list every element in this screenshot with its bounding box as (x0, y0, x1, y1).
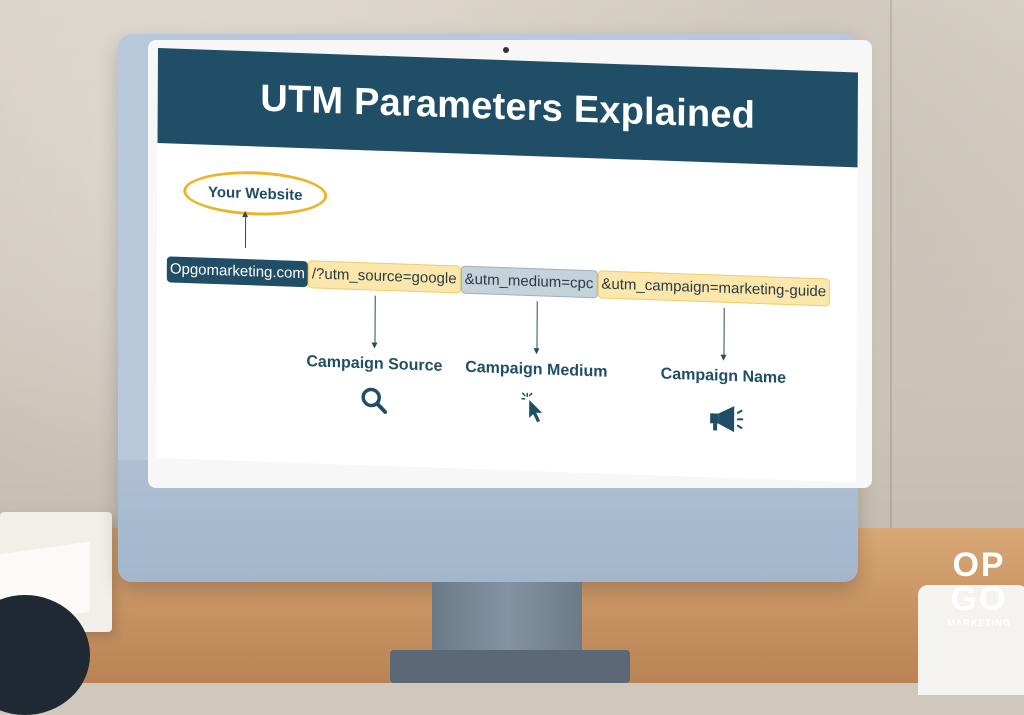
arrow-down-icon (536, 301, 537, 349)
url-source-segment: /?utm_source=google (308, 260, 461, 293)
page-title: UTM Parameters Explained (260, 78, 755, 138)
arrow-down-icon (723, 308, 724, 356)
utm-url: Opgomarketing.com /?utm_source=google &u… (167, 256, 830, 305)
wall-seam (890, 0, 892, 560)
arrow-up-icon (245, 216, 246, 248)
arrow-down-icon (374, 296, 375, 344)
cursor-click-icon (521, 391, 551, 424)
your-website-label: Your Website (183, 169, 327, 218)
logo-line-1: OP (944, 548, 1014, 582)
logo-subtitle: MARKETING (944, 619, 1014, 628)
logo-line-2: GO (944, 582, 1014, 616)
campaign-source-label: Campaign Source (299, 353, 449, 376)
search-icon (359, 385, 389, 416)
screen-content: UTM Parameters Explained Your Website Op… (156, 48, 858, 482)
megaphone-icon (708, 403, 744, 434)
camera-icon (503, 47, 509, 53)
opgo-marketing-logo: OP GO MARKETING (944, 548, 1014, 628)
monitor-stand (432, 582, 582, 657)
url-medium-segment: &utm_medium=cpc (461, 266, 598, 299)
campaign-name-label: Campaign Name (648, 365, 798, 388)
url-domain-segment: Opgomarketing.com (167, 256, 308, 287)
campaign-medium-label: Campaign Medium (461, 359, 611, 382)
monitor-stand-base (390, 650, 630, 683)
url-campaign-segment: &utm_campaign=marketing-guide (597, 270, 830, 306)
